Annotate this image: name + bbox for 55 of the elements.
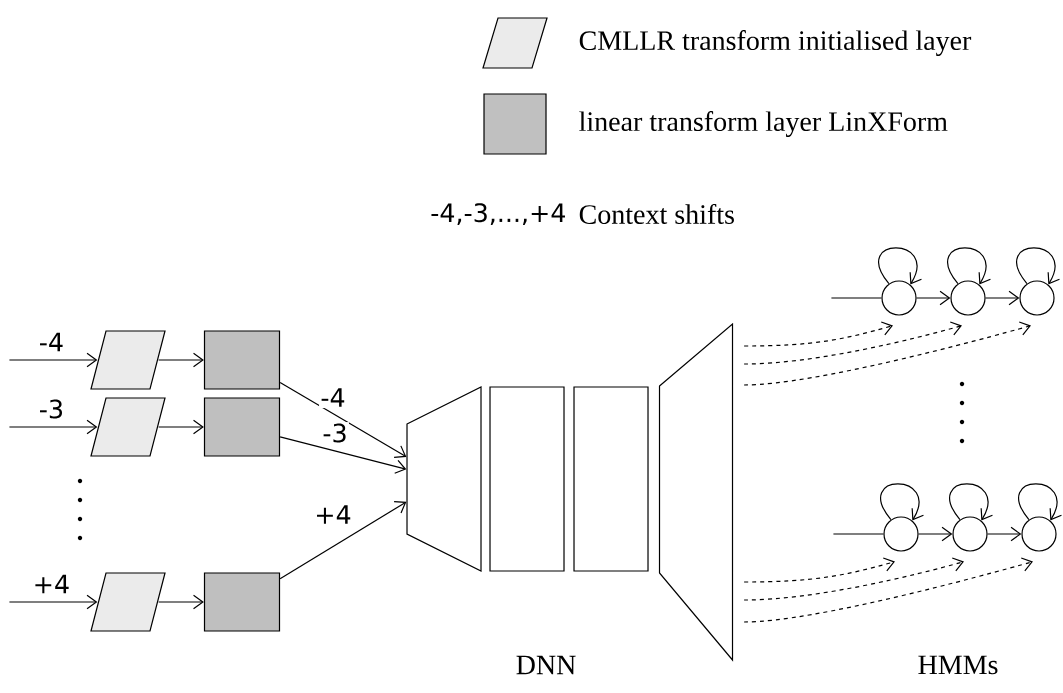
state-circle xyxy=(883,516,919,552)
hidden-layer xyxy=(573,386,649,572)
arrow xyxy=(8,594,98,610)
layer-box xyxy=(203,397,281,457)
hidden-layer xyxy=(489,386,565,572)
parallelogram-box xyxy=(90,572,166,632)
dashed-arrow xyxy=(743,557,964,601)
arrow xyxy=(158,352,204,368)
trapezoid-layer xyxy=(406,386,482,572)
legend-text: Context shifts xyxy=(579,204,734,224)
section-label: DNN xyxy=(516,655,576,675)
layer-box xyxy=(203,572,281,632)
section-label: HMMs xyxy=(918,655,998,675)
state-circle xyxy=(881,280,917,316)
state-circle xyxy=(950,280,986,316)
input-line xyxy=(830,297,882,299)
arrow xyxy=(158,594,204,610)
arrow xyxy=(918,526,953,542)
trapezoid-layer xyxy=(658,322,734,662)
edge-label: -3 xyxy=(321,422,349,444)
dashed-arrow xyxy=(743,321,1031,386)
state-circle xyxy=(952,516,988,552)
arrow xyxy=(279,500,407,580)
legend-text: CMLLR transform initialised layer xyxy=(579,30,972,56)
dashed-arrow xyxy=(743,557,895,583)
arrow xyxy=(8,419,98,435)
dashed-arrow xyxy=(743,321,962,365)
edge-label: -4 xyxy=(319,386,347,409)
self-loop-arrow xyxy=(878,247,923,285)
arrow xyxy=(987,526,1022,542)
legend-text: linear transform layer LinXForm xyxy=(579,111,948,137)
layer-box xyxy=(203,330,281,390)
edge-label: +4 xyxy=(31,573,72,595)
arrow xyxy=(279,381,407,458)
state-circle xyxy=(1021,516,1057,552)
edge-label: -3 xyxy=(37,398,66,420)
parallelogram-box xyxy=(90,397,166,457)
dashed-arrow xyxy=(743,557,1033,623)
parallelogram-box xyxy=(90,330,166,390)
state-circle xyxy=(1019,280,1055,316)
arrow xyxy=(158,419,204,435)
edge-label: -4 xyxy=(37,331,66,353)
self-loop-arrow xyxy=(949,483,994,521)
self-loop-arrow xyxy=(880,483,925,521)
context-shift-values: -4,-3,...,+4 xyxy=(431,203,565,225)
arrow xyxy=(916,290,951,306)
arrow xyxy=(985,290,1020,306)
arrow xyxy=(279,436,407,474)
arrow xyxy=(8,352,98,368)
self-loop-arrow xyxy=(947,247,992,285)
self-loop-arrow xyxy=(1018,483,1063,521)
dashed-arrow xyxy=(743,321,893,347)
self-loop-arrow xyxy=(1016,247,1061,285)
edge-label: +4 xyxy=(313,503,353,526)
input-line xyxy=(832,533,884,535)
